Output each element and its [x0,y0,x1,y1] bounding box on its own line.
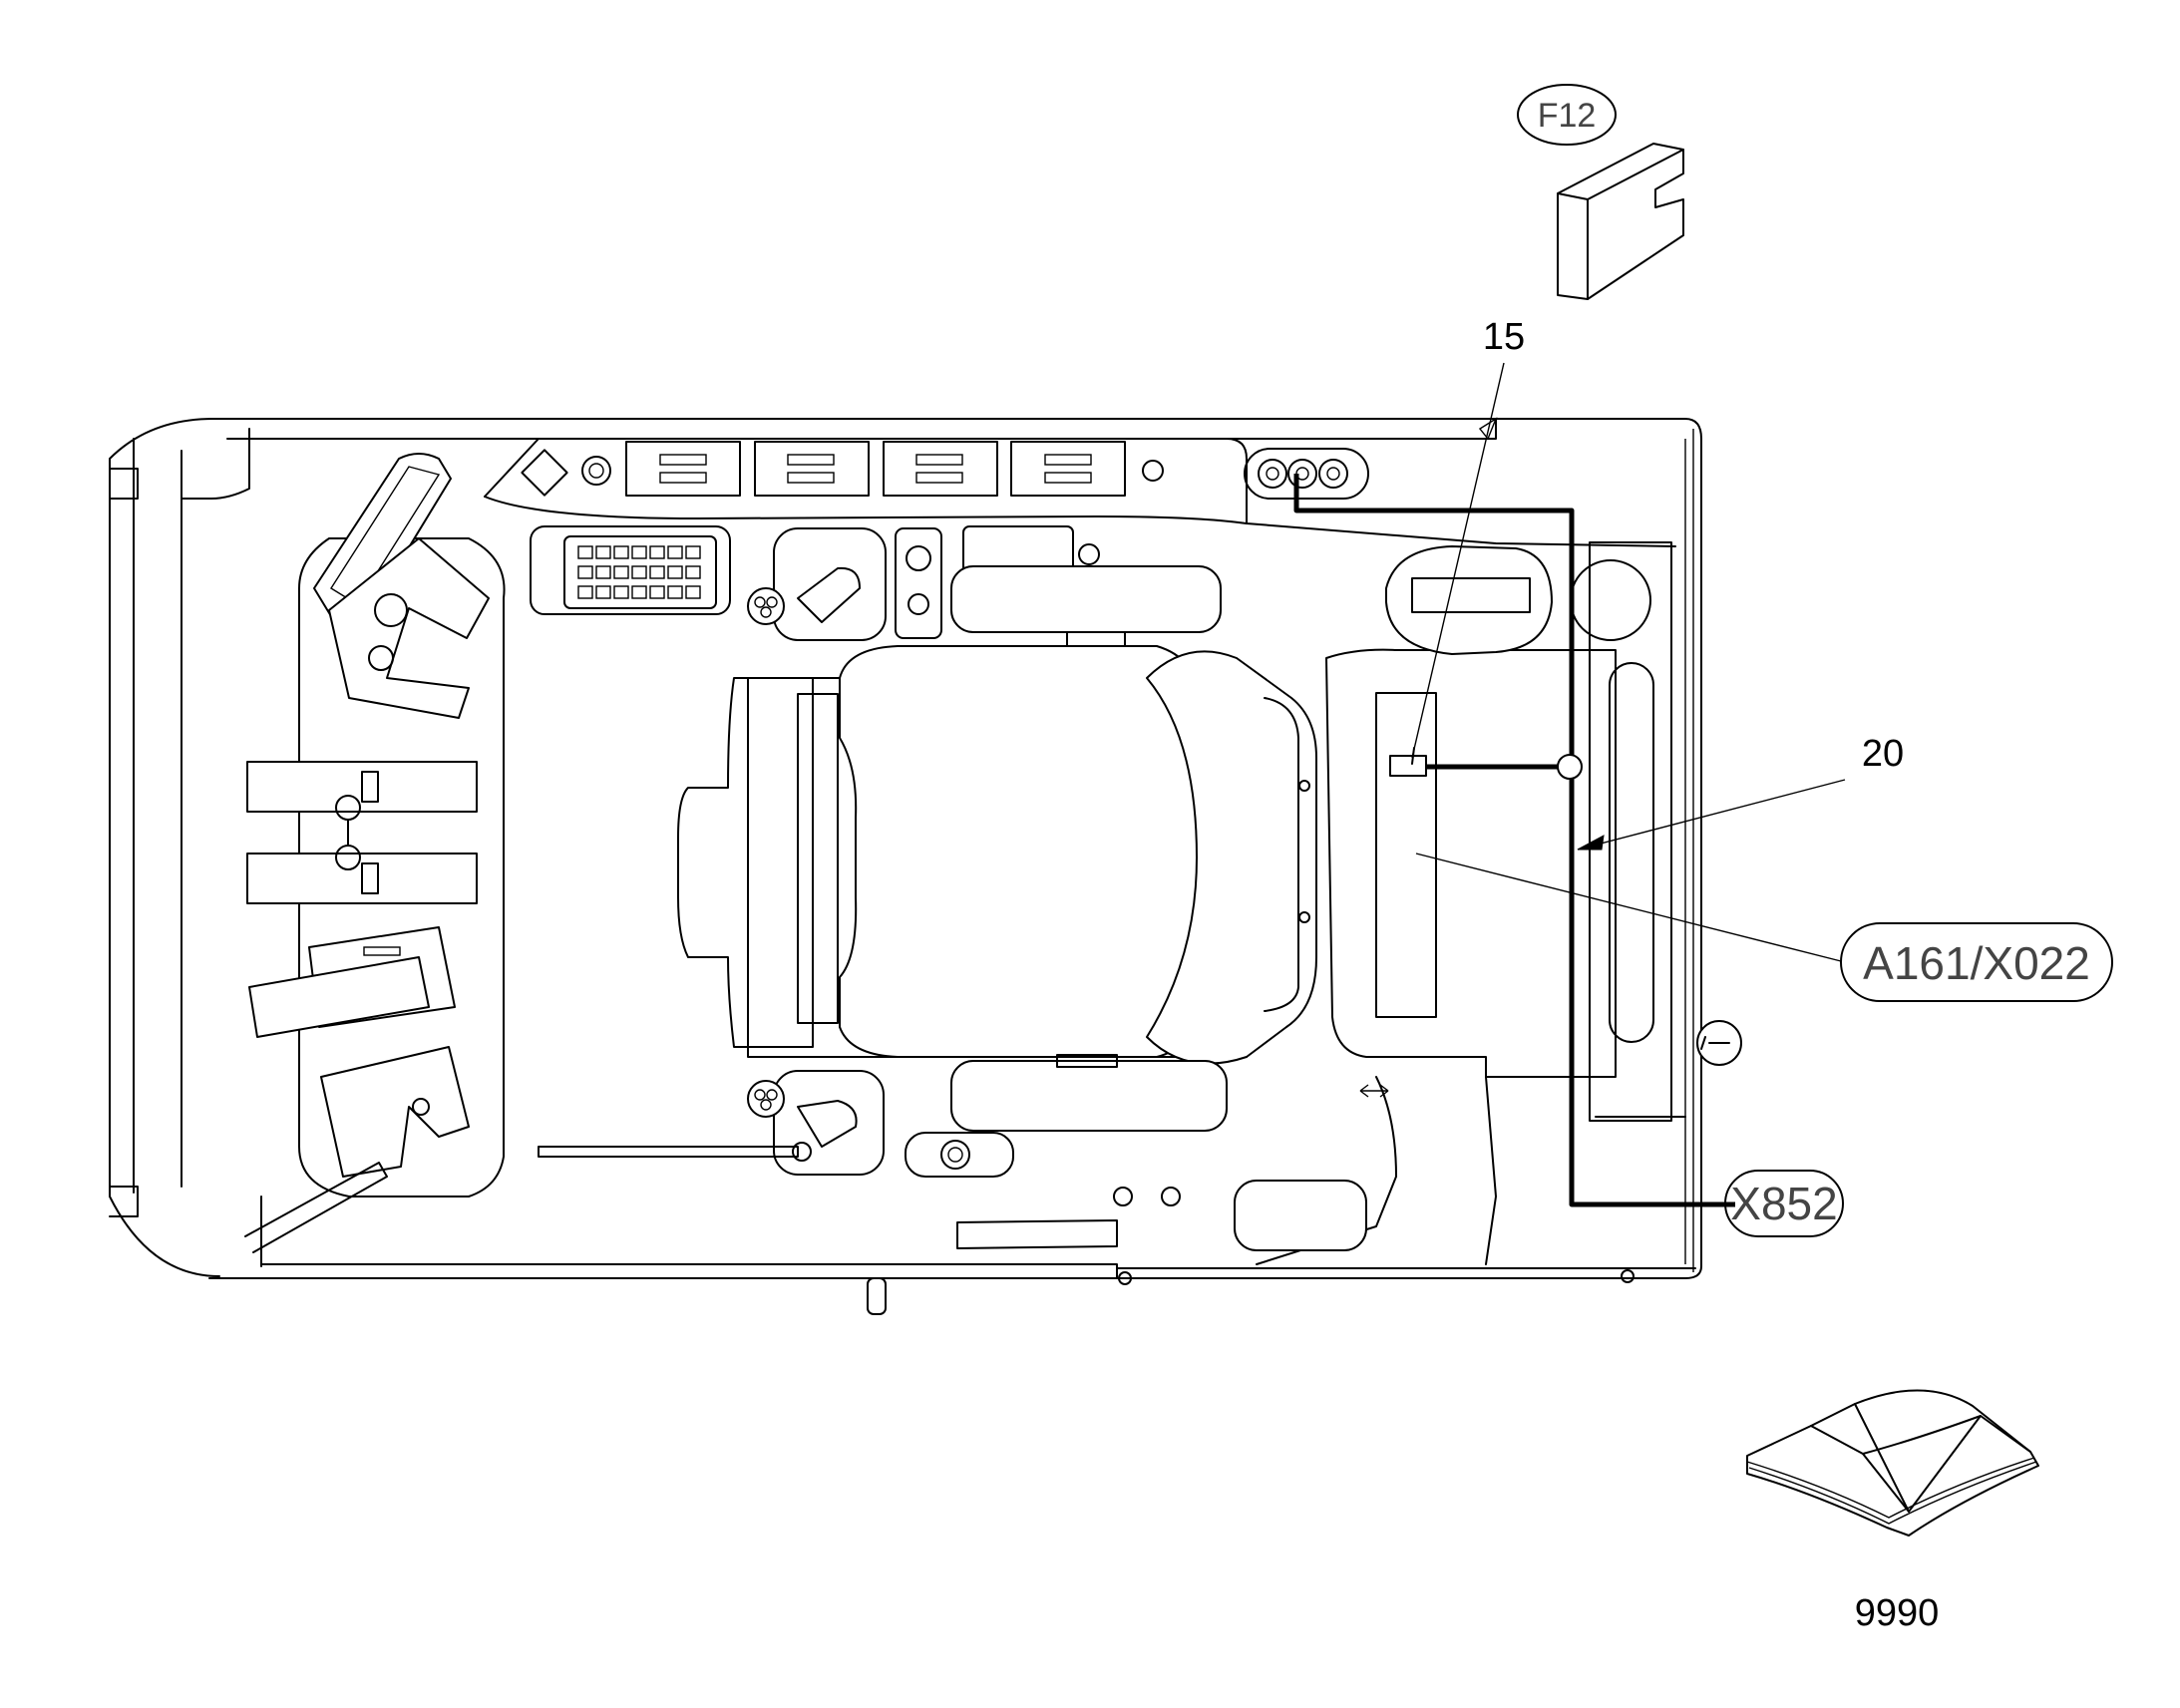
callout-15[interactable]: 15 [1411,316,1525,759]
left-console [244,453,506,1253]
right-front-armrest [530,525,1222,663]
callout-20[interactable]: 20 [1577,733,1904,851]
right-rear-armrest [538,1054,1228,1249]
front-right-socket-panel [1244,448,1369,500]
cab-plan-view [109,418,1742,1315]
callout-15-label: 15 [1483,316,1525,358]
callout-20-label: 20 [1862,733,1904,775]
fuse-f12-part-icon [1557,143,1684,300]
wire-harness [1293,474,1735,1207]
module-connector-label: A161/X022 [1863,937,2090,989]
operator-seat [677,645,1317,1065]
manual-number-label: 9990 [1855,1592,1940,1634]
manual-book-icon[interactable]: 9990 [1746,1389,2039,1634]
fuse-f12-label: F12 [1538,97,1597,135]
dashboard-switch-panels [521,441,1164,497]
connector-x852-tag[interactable]: X852 [1724,1170,1844,1237]
module-connector-tag[interactable]: A161/X022 [1415,853,2113,1002]
fuse-f12-tag[interactable]: F12 [1517,84,1617,146]
connector-x852-label: X852 [1730,1178,1837,1229]
right-rear-panel [1234,541,1742,1265]
